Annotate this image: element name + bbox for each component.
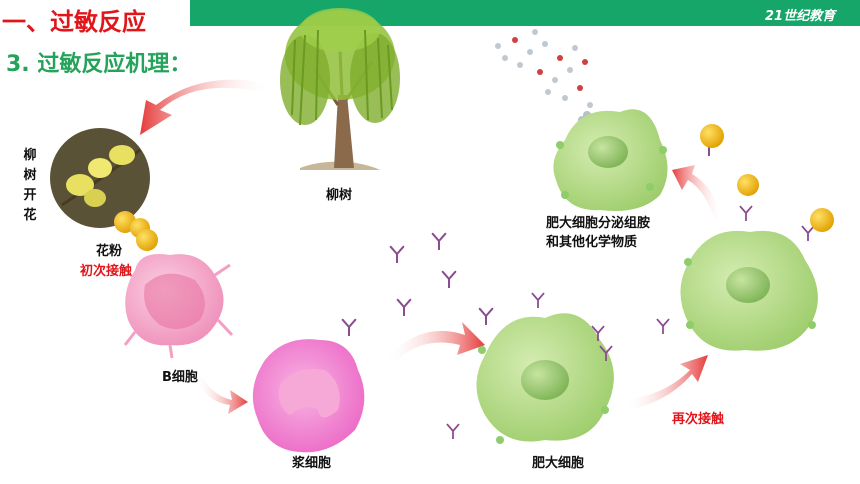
plasma-cell xyxy=(252,318,365,453)
pollen-scatter xyxy=(495,29,596,128)
mast-cell-primary xyxy=(446,292,614,444)
arrow-second-contact xyxy=(625,355,708,410)
slide-subtitle: 3. 过敏反应机理： xyxy=(6,52,192,77)
arrow-tree-to-flower xyxy=(140,79,272,135)
label-mast-cell: 肥大细胞 xyxy=(532,456,585,471)
label-willow-tree: 柳树 xyxy=(326,188,353,203)
label-first-contact: 初次接触 xyxy=(80,264,133,279)
label-mast-cell-secretes: 肥大细胞分泌组胺 xyxy=(546,216,651,231)
pollen-grains xyxy=(114,211,158,251)
arrow-to-release xyxy=(672,165,723,220)
label-other-chemicals: 和其他化学物质 xyxy=(546,235,638,250)
brand-logo: 21世纪教育 xyxy=(765,9,836,24)
label-plasma-cell: 浆细胞 xyxy=(292,456,332,471)
arrow-b-to-plasma xyxy=(195,372,248,414)
mast-cell-degranulating xyxy=(553,109,724,211)
willow-tree xyxy=(280,8,400,170)
label-pollen: 花粉 xyxy=(96,244,123,259)
b-cell xyxy=(123,254,234,359)
free-antibodies xyxy=(389,232,494,325)
label-second-contact: 再次接触 xyxy=(672,412,725,427)
mast-cell-sensitized xyxy=(656,174,834,351)
label-willow-flowering: 柳树开花 xyxy=(23,148,37,223)
slide-title: 一、过敏反应 xyxy=(2,8,146,36)
willow-catkin-image xyxy=(50,128,150,228)
label-b-cell: B细胞 xyxy=(162,370,198,385)
arrow-plasma-to-mast xyxy=(385,322,485,365)
title-background xyxy=(0,0,190,36)
